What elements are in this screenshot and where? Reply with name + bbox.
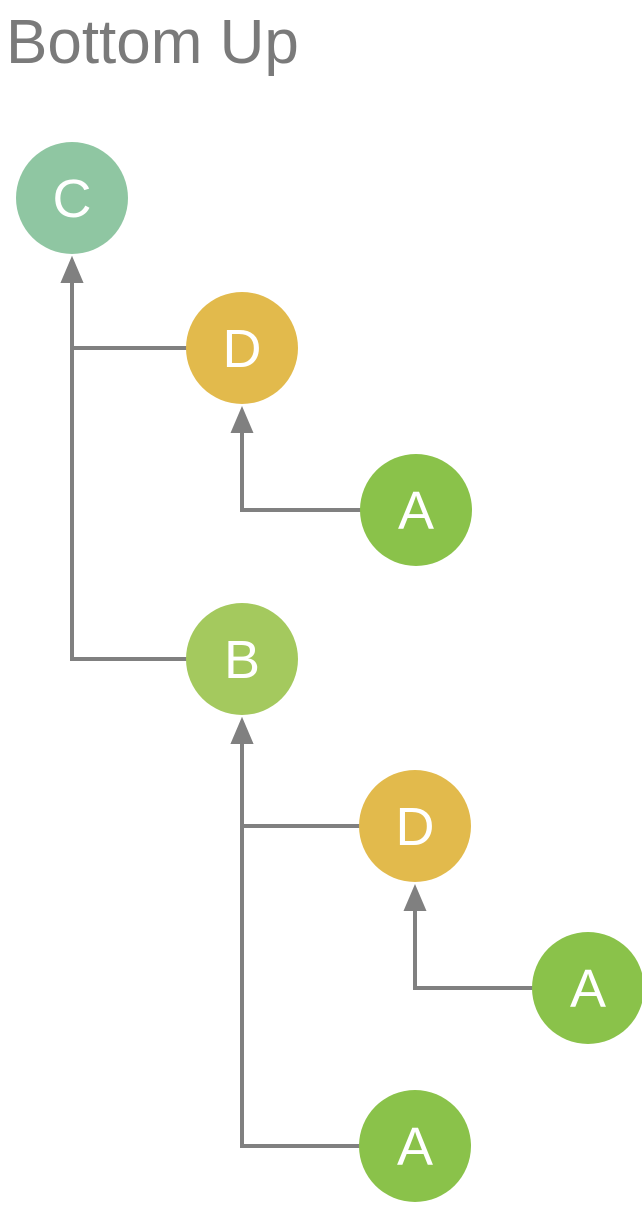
node-circle-A1 [360,454,472,566]
node-label-C: C [53,169,92,229]
node-label-A3: A [397,1117,433,1177]
node-label-A2: A [570,959,606,1019]
edge-A1-D1 [240,431,366,512]
edge-A3-B [240,742,365,1148]
node-label-A1: A [398,481,434,541]
edge-D2-B [240,742,365,828]
node-circle-D2 [359,770,471,882]
arrowhead-B-C [60,256,84,283]
node-A1: A [360,454,472,566]
node-B: B [186,603,298,715]
page-title: Bottom Up [6,8,299,77]
node-circle-C [16,142,128,254]
node-A3: A [359,1090,471,1202]
arrowhead-A1-D1 [230,406,254,433]
node-circle-B [186,603,298,715]
arrowhead-A3-B [230,717,254,744]
edge-A2-D2 [413,909,538,990]
node-D2: D [359,770,471,882]
node-circle-D1 [186,292,298,404]
node-circle-A3 [359,1090,471,1202]
node-circle-A2 [532,932,642,1044]
edge-B-C [70,281,192,661]
node-label-D1: D [223,319,262,379]
node-D1: D [186,292,298,404]
node-C: C [16,142,128,254]
node-A2: A [532,932,642,1044]
arrowhead-A2-D2 [403,884,427,911]
node-label-D2: D [396,797,435,857]
edge-D1-C [70,281,192,350]
node-label-B: B [224,630,260,690]
